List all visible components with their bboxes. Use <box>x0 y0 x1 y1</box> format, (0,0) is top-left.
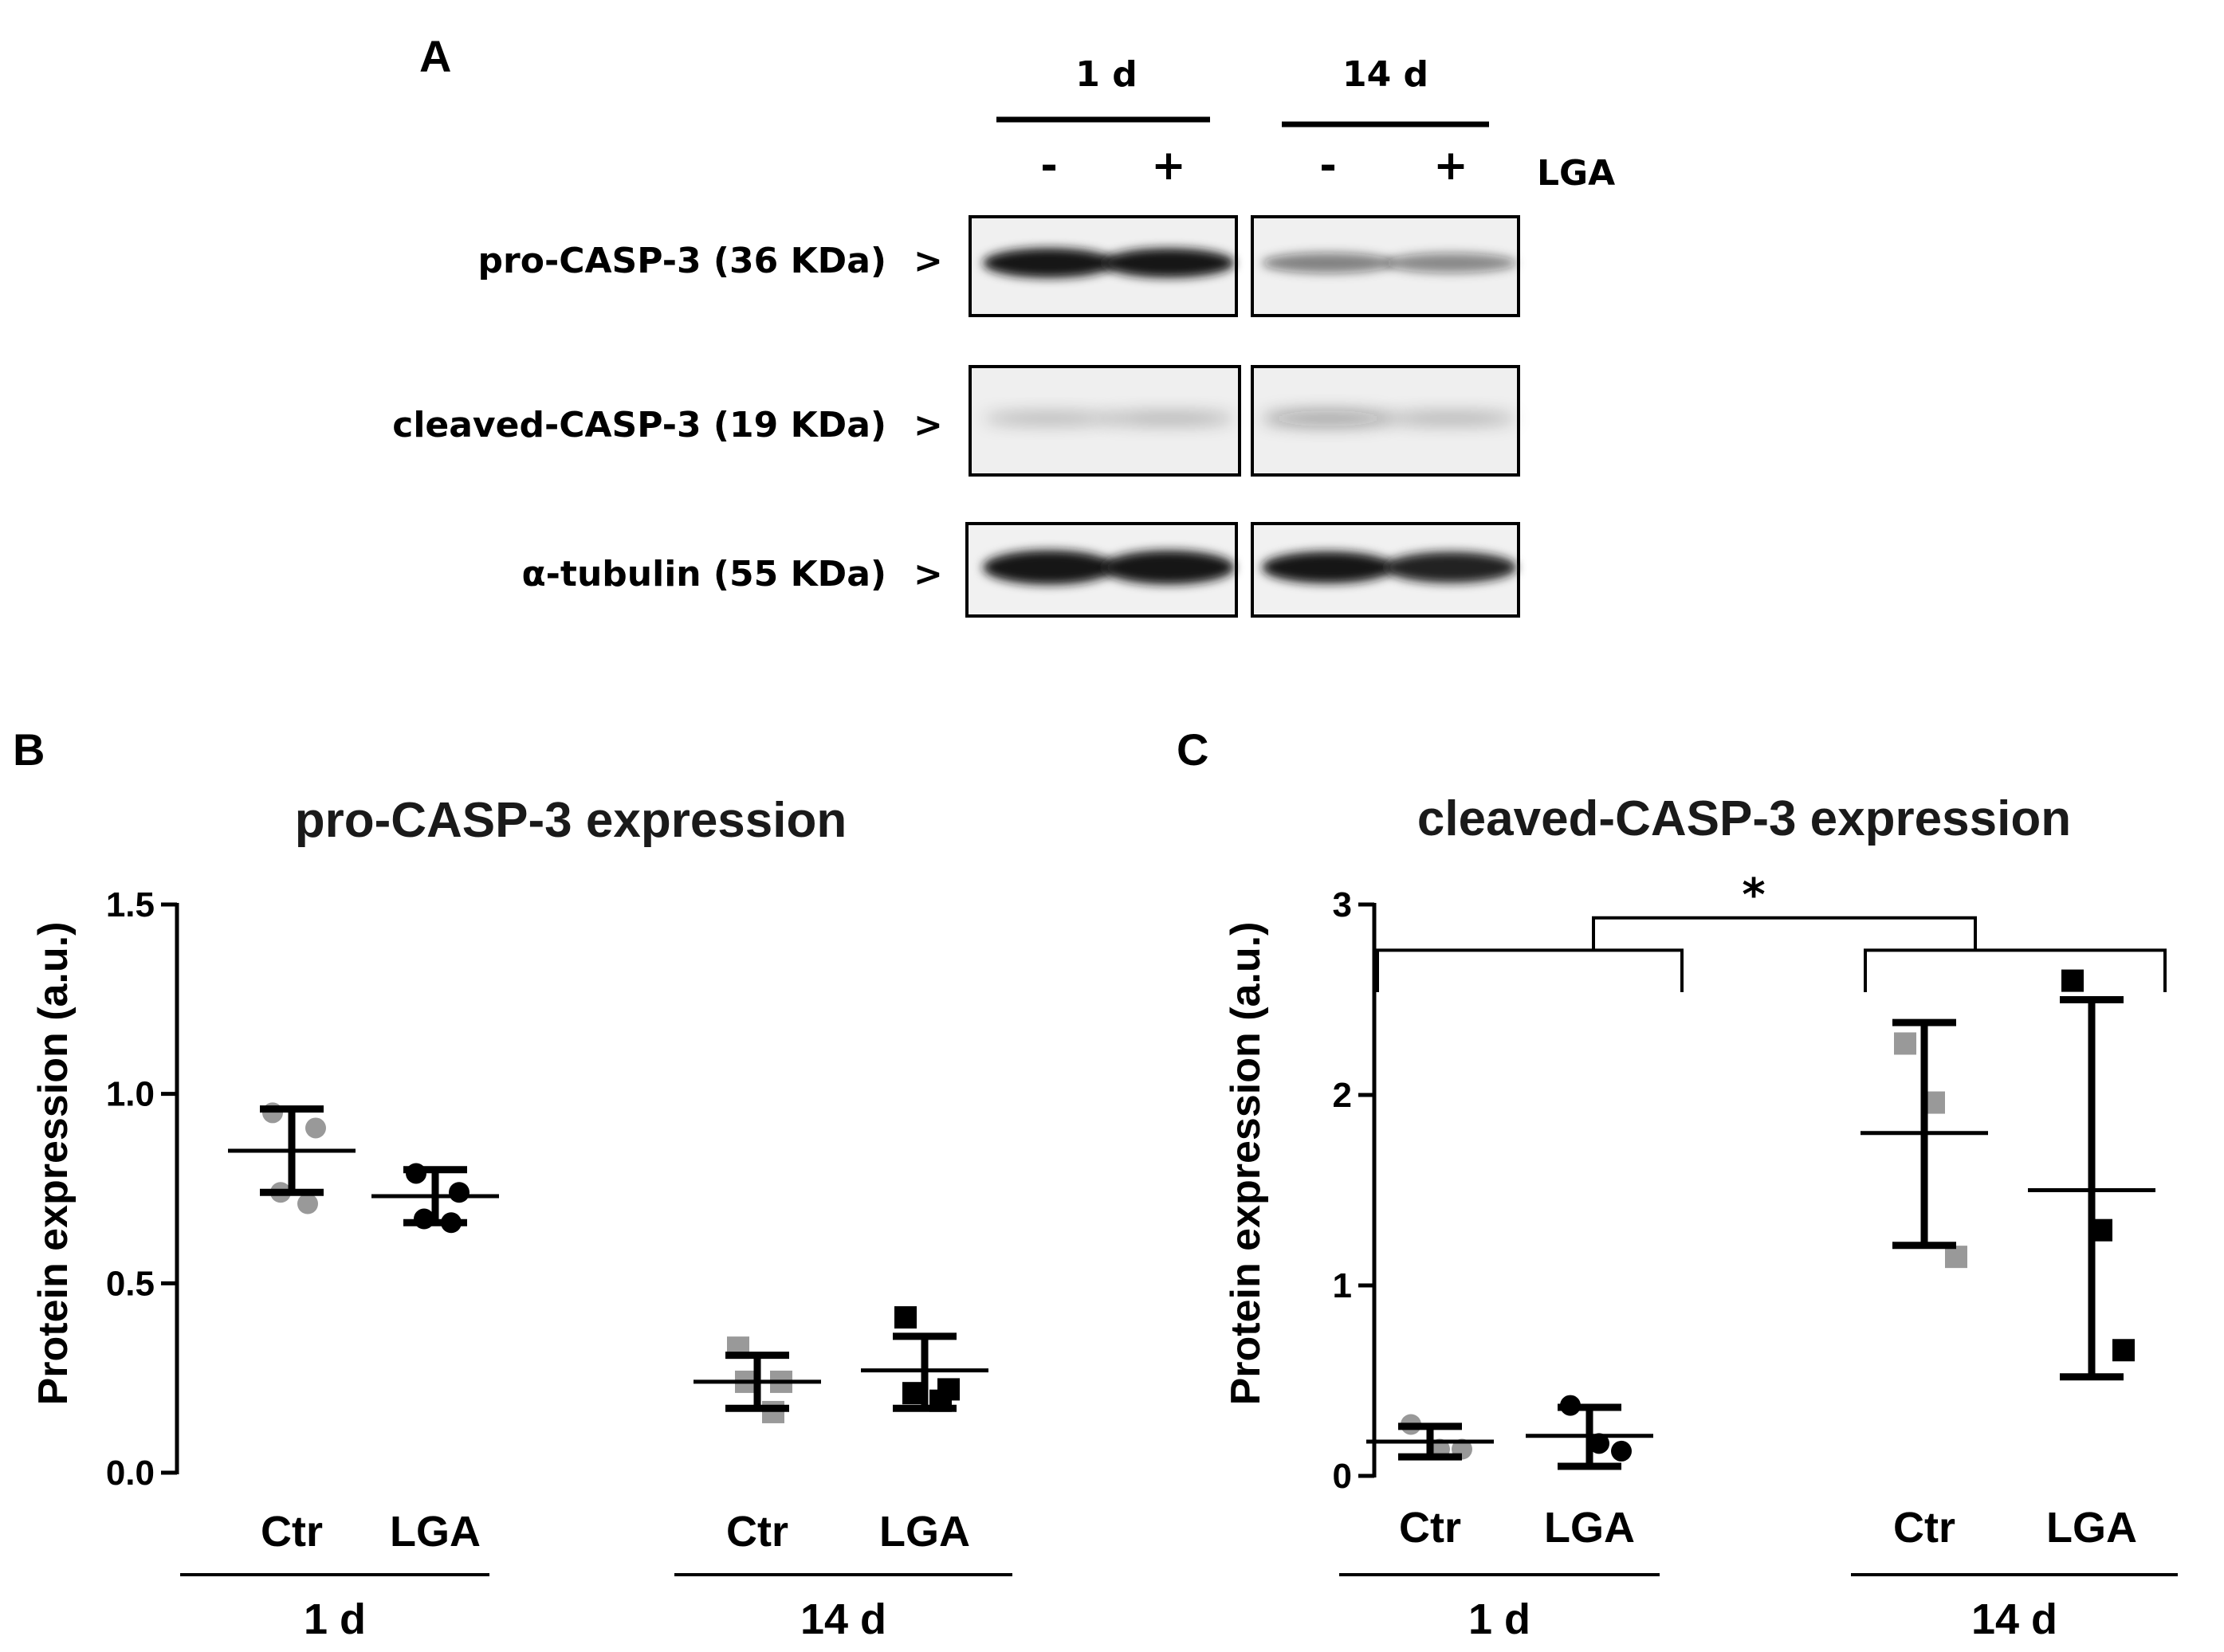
lane-sign-1: - <box>1040 142 1058 190</box>
chart-c-category-label: LGA <box>1544 1504 1635 1552</box>
panel-label-a: A <box>419 31 451 81</box>
chart-b-data-point <box>894 1306 917 1329</box>
chart-c-category-label: LGA <box>2046 1504 2137 1552</box>
blot-time-label-14d: 14 d <box>1342 54 1428 95</box>
chart-c-significance-star: * <box>1742 869 1765 921</box>
chart-b-category-label: Ctr <box>726 1508 788 1556</box>
chart-b-y-tick-label: 1.5 <box>106 885 155 924</box>
chart-b-y-tick-label: 0.5 <box>106 1264 155 1303</box>
chart-b-data-point <box>762 1400 784 1423</box>
chart-b-series-ctr-1d <box>228 1102 356 1214</box>
chart-b-group-label: 1 d <box>304 1595 366 1643</box>
chart-b-data-point <box>297 1193 318 1214</box>
chart-b-group-label: 14 d <box>800 1595 886 1643</box>
chart-c-data-point <box>1611 1440 1632 1462</box>
chart-c-y-tick-label: 0 <box>1333 1457 1352 1496</box>
blot-bands <box>983 248 1517 585</box>
chart-c-group-label: 1 d <box>1468 1595 1530 1643</box>
chart-c-y-axis-label: Protein expression (a.u.) <box>1223 922 1269 1406</box>
chart-b-series-lga-14d <box>861 1306 988 1412</box>
lane-sign-3: - <box>1319 142 1337 190</box>
lane-sign-2: + <box>1151 142 1186 190</box>
chart-b-category-label: LGA <box>879 1508 970 1556</box>
chart-c-data-point <box>1589 1433 1609 1454</box>
blot-band-cleaved-casp3-lane-1 <box>983 411 1115 426</box>
chart-c-category-label: Ctr <box>1399 1504 1461 1552</box>
blot-band-cleaved-casp3-lane-3 <box>1262 410 1394 427</box>
lane-sign-4: + <box>1433 142 1468 190</box>
chart-c-data-point <box>2061 969 2084 992</box>
blot-time-label-1d: 1 d <box>1075 54 1137 95</box>
chart-c-significance-bracket-3 <box>1592 916 1977 951</box>
blot-band-tubulin-lane-2 <box>1102 550 1235 585</box>
blot-band-cleaved-casp3-lane-2 <box>1102 410 1235 426</box>
chart-b-series-lga-1d <box>371 1163 499 1234</box>
chart-c-title: cleaved-CASP-3 expression <box>1417 791 2071 846</box>
chart-b-y-axis-label: Protein expression (a.u.) <box>30 922 77 1406</box>
chart-b-data-point <box>902 1382 925 1405</box>
blot-row-marker-cleaved-casp3: > <box>914 405 943 445</box>
chart-b-category-label: LGA <box>390 1508 481 1556</box>
chart-c-data-point <box>1945 1246 1967 1269</box>
chart-c-significance-bracket-2 <box>1864 948 2167 992</box>
chart-b-title: pro-CASP-3 expression <box>295 793 847 848</box>
chart-b-category-label: Ctr <box>261 1508 323 1556</box>
blot-band-tubulin-lane-4 <box>1385 551 1517 583</box>
chart-c-series-ctr-1d <box>1366 1414 1494 1461</box>
chart-c-series-ctr-14d <box>1861 1018 1988 1269</box>
blot-band-pro-casp3-lane-1 <box>983 248 1115 278</box>
blot-treatment-label: LGA <box>1537 153 1615 194</box>
chart-c-group-label: 14 d <box>1971 1595 2057 1643</box>
blot-row-marker-pro-casp3: > <box>914 241 943 281</box>
blot-band-pro-casp3-lane-3 <box>1262 253 1394 273</box>
chart-c-category-label: Ctr <box>1893 1504 1955 1552</box>
chart-b-data-point <box>305 1117 326 1139</box>
blot-band-cleaved-casp3-lane-4 <box>1385 410 1517 426</box>
blot-row-label-tubulin: α-tubulin (55 KDa) <box>521 554 886 594</box>
blot-row-marker-tubulin: > <box>914 554 943 594</box>
blot-band-pro-casp3-lane-4 <box>1385 253 1517 273</box>
chart-c-y-tick-label: 3 <box>1333 885 1352 924</box>
chart-b-series-ctr-14d <box>694 1336 821 1423</box>
chart-c-significance-bracket-1 <box>1376 948 1684 992</box>
chart-c-data-point <box>2112 1339 2135 1362</box>
chart-b-data-point <box>449 1182 470 1203</box>
chart-c-y-tick-label: 1 <box>1333 1266 1352 1305</box>
blot-row-label-pro-casp3: pro-CASP-3 (36 KDa) <box>478 241 886 281</box>
chart-c-series-lga-1d <box>1526 1395 1653 1470</box>
western-blot-panel: A 1 d 14 d - + - + LGA pro-CASP-3 (36 KD… <box>392 31 1615 618</box>
chart-c-data-point <box>1894 1032 1916 1055</box>
blot-band-pro-casp3-lane-2 <box>1102 248 1235 278</box>
panel-label-c: C <box>1177 724 1208 775</box>
chart-b-y-tick-label: 0.0 <box>106 1454 155 1493</box>
blot-row-label-cleaved-casp3: cleaved-CASP-3 (19 KDa) <box>392 405 886 445</box>
chart-b-y-tick-label: 1.0 <box>106 1075 155 1114</box>
blot-band-tubulin-lane-3 <box>1262 551 1394 584</box>
chart-c-y-tick-label: 2 <box>1333 1076 1352 1115</box>
panel-label-b: B <box>13 724 45 775</box>
chart-c-series-lga-14d <box>2028 969 2155 1381</box>
blot-band-tubulin-lane-1 <box>983 550 1115 585</box>
